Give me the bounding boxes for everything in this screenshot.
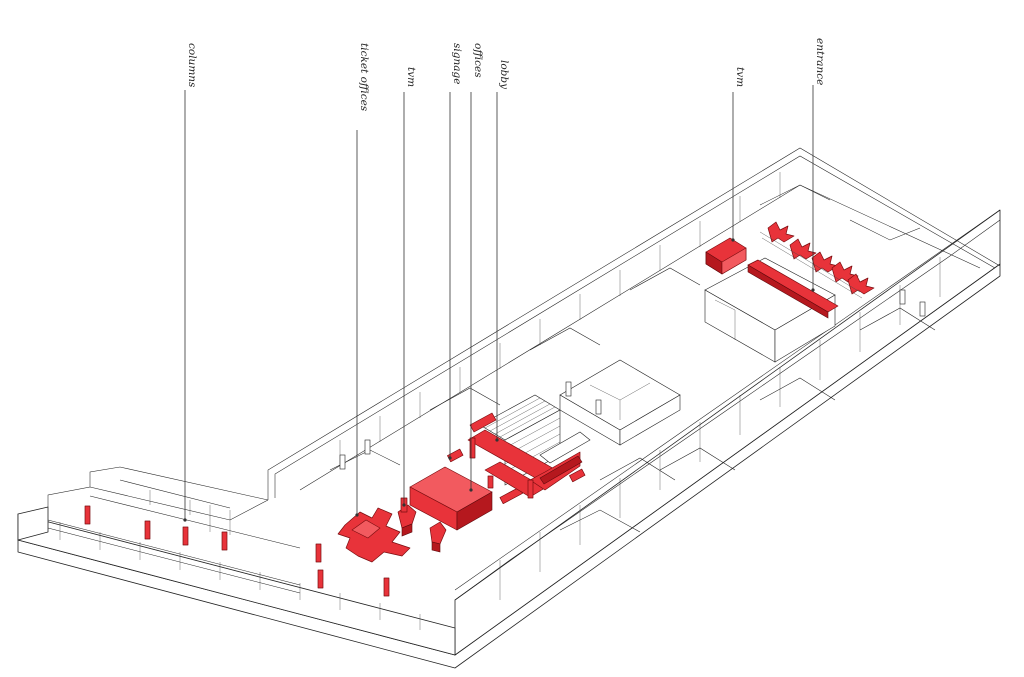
column-post [221,531,228,551]
labels: columns ticket offices tvm signage offic… [186,38,826,112]
entrance-barrier [747,259,839,319]
column-post [315,543,322,563]
label-offices: offices [472,43,484,78]
column-post [383,577,390,597]
left-wing-back-2 [89,486,269,521]
leaders [183,85,815,522]
central-blocks [339,257,926,470]
column-post [144,520,151,540]
back-wall-inner [274,155,996,498]
label-columns: columns [186,43,198,88]
label-ticket-offices: ticket offices [358,43,370,112]
left-wing [47,479,421,630]
highlighted-elements [84,221,875,597]
front-rooms [454,209,1001,601]
tvm-bank-right [705,237,747,275]
left-end-wall [17,506,49,541]
label-tvm-right: tvm [734,67,746,87]
column-post [317,569,324,589]
entrance-gates [759,221,875,299]
back-wall-line [267,147,1001,500]
label-lobby: lobby [498,60,510,90]
left-wing-back [47,466,269,507]
label-entrance: entrance [814,38,826,85]
lobby-frame [467,412,586,499]
building-shell [17,147,1001,669]
column-post [84,505,91,525]
label-signage: signage [451,43,463,84]
label-tvm-left: tvm [405,67,417,87]
column-post [182,526,189,546]
